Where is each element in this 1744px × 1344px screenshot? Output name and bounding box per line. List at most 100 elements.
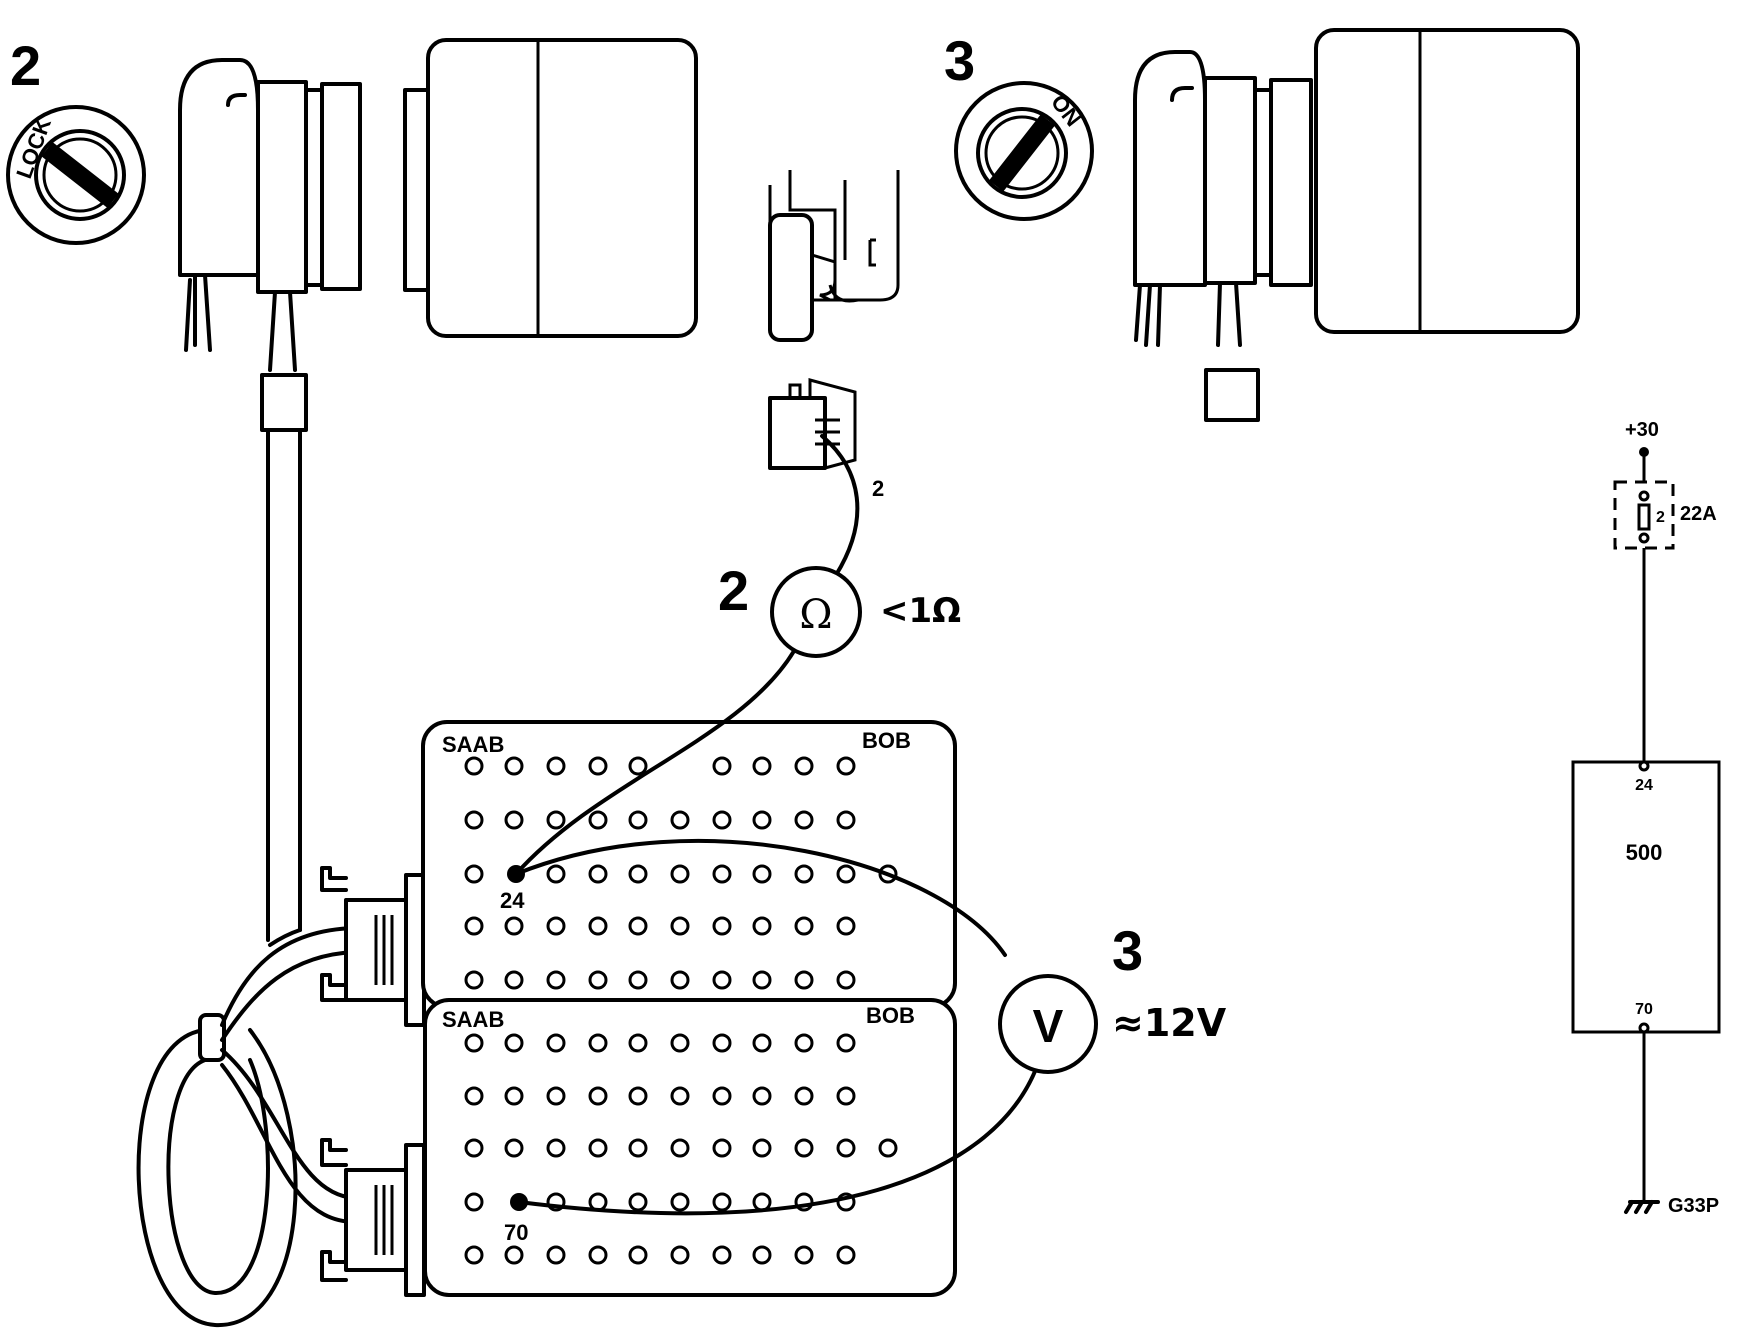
- socket-hole: [464, 970, 484, 990]
- socket-hole: [712, 1138, 732, 1158]
- voltmeter-symbol: V: [1033, 1000, 1064, 1052]
- socket-hole: [546, 916, 566, 936]
- fuse-rating: 22A: [1680, 503, 1717, 525]
- socket-hole: [464, 864, 484, 884]
- socket-hole: [546, 810, 566, 830]
- socket-hole: [588, 1086, 608, 1106]
- socket-hole: [546, 756, 566, 776]
- socket-hole: [670, 970, 690, 990]
- socket-hole: [628, 1033, 648, 1053]
- socket-hole: [836, 1033, 856, 1053]
- bob-lower-holes: [464, 1033, 898, 1265]
- socket-hole: [464, 1245, 484, 1265]
- dsub-connector-upper: [320, 866, 426, 1027]
- socket-hole: [588, 916, 608, 936]
- breakout-box-upper: SAAB BOB: [421, 720, 957, 1009]
- socket-hole: [588, 810, 608, 830]
- ohmmeter-symbol: Ω: [799, 592, 832, 638]
- connector-plug: [768, 378, 857, 470]
- socket-hole: [588, 1033, 608, 1053]
- socket-hole: [712, 756, 732, 776]
- key-reader-assembly-left: [178, 38, 698, 372]
- key-reader-assembly-right: [1133, 28, 1580, 422]
- ignition-switch-on: ON: [954, 81, 1094, 221]
- bob-upper-brand: SAAB: [442, 732, 504, 757]
- socket-hole: [504, 1086, 524, 1106]
- socket-hole: [588, 970, 608, 990]
- socket-hole: [628, 1192, 648, 1212]
- socket-hole: [794, 756, 814, 776]
- step-2-label: 2: [10, 34, 41, 97]
- socket-hole: [878, 1138, 898, 1158]
- socket-hole: [504, 1138, 524, 1158]
- ohmmeter-reading: <1Ω: [880, 591, 961, 631]
- socket-hole: [712, 1245, 732, 1265]
- socket-hole: [712, 916, 732, 936]
- socket-hole: [628, 1245, 648, 1265]
- socket-hole: [588, 1245, 608, 1265]
- socket-hole: [504, 970, 524, 990]
- socket-hole: [752, 864, 772, 884]
- socket-hole: [628, 810, 648, 830]
- probe-pin-24-label: 24: [500, 888, 525, 913]
- socket-hole: [546, 1086, 566, 1106]
- socket-hole: [504, 810, 524, 830]
- socket-hole: [752, 1086, 772, 1106]
- socket-hole: [794, 810, 814, 830]
- supply-label: +30: [1625, 419, 1659, 441]
- socket-hole: [752, 756, 772, 776]
- socket-hole: [836, 916, 856, 936]
- socket-hole: [546, 1245, 566, 1265]
- harness-left: [136, 373, 357, 1328]
- socket-hole: [712, 1033, 732, 1053]
- socket-hole: [836, 1138, 856, 1158]
- ground-label: G33P: [1668, 1195, 1719, 1217]
- bob-lower-model: BOB: [866, 1003, 915, 1028]
- bob-upper-holes: [464, 756, 898, 990]
- socket-hole: [712, 1086, 732, 1106]
- step-3-label: 3: [944, 29, 975, 92]
- voltmeter-leads: [514, 838, 1042, 1216]
- socket-hole: [712, 864, 732, 884]
- voltmeter-reading: ≈12V: [1112, 1001, 1227, 1045]
- socket-hole: [794, 1086, 814, 1106]
- socket-hole: [836, 970, 856, 990]
- socket-hole: [588, 756, 608, 776]
- socket-hole: [504, 1245, 524, 1265]
- ohmmeter: Ω: [770, 566, 862, 658]
- socket-hole: [546, 864, 566, 884]
- socket-hole: [628, 1086, 648, 1106]
- socket-hole: [794, 1245, 814, 1265]
- ignition-switch-lock: LOCK: [6, 105, 146, 245]
- dsub-connector-lower: [320, 1138, 426, 1297]
- socket-hole: [628, 1138, 648, 1158]
- socket-hole: [752, 1033, 772, 1053]
- socket-hole: [670, 810, 690, 830]
- socket-hole: [628, 756, 648, 776]
- socket-hole: [752, 1245, 772, 1265]
- socket-hole: [670, 1086, 690, 1106]
- connector-pin-label: 2: [872, 476, 884, 501]
- socket-hole: [464, 1086, 484, 1106]
- socket-hole: [464, 916, 484, 936]
- socket-hole: [546, 970, 566, 990]
- socket-hole: [794, 916, 814, 936]
- socket-hole: [464, 810, 484, 830]
- socket-hole: [712, 1192, 732, 1212]
- socket-hole: [588, 864, 608, 884]
- socket-hole: [546, 1033, 566, 1053]
- socket-hole: [836, 1245, 856, 1265]
- module-number: 500: [1626, 840, 1663, 865]
- socket-hole: [670, 1033, 690, 1053]
- socket-hole: [670, 1245, 690, 1265]
- socket-hole: [836, 1086, 856, 1106]
- socket-hole: [670, 1138, 690, 1158]
- socket-hole: [546, 1138, 566, 1158]
- socket-hole: [628, 916, 648, 936]
- socket-hole: [670, 1192, 690, 1212]
- socket-hole: [464, 756, 484, 776]
- breakout-box-lower: SAAB BOB: [423, 998, 957, 1297]
- ohmmeter-leads: [514, 434, 860, 876]
- socket-hole: [794, 1138, 814, 1158]
